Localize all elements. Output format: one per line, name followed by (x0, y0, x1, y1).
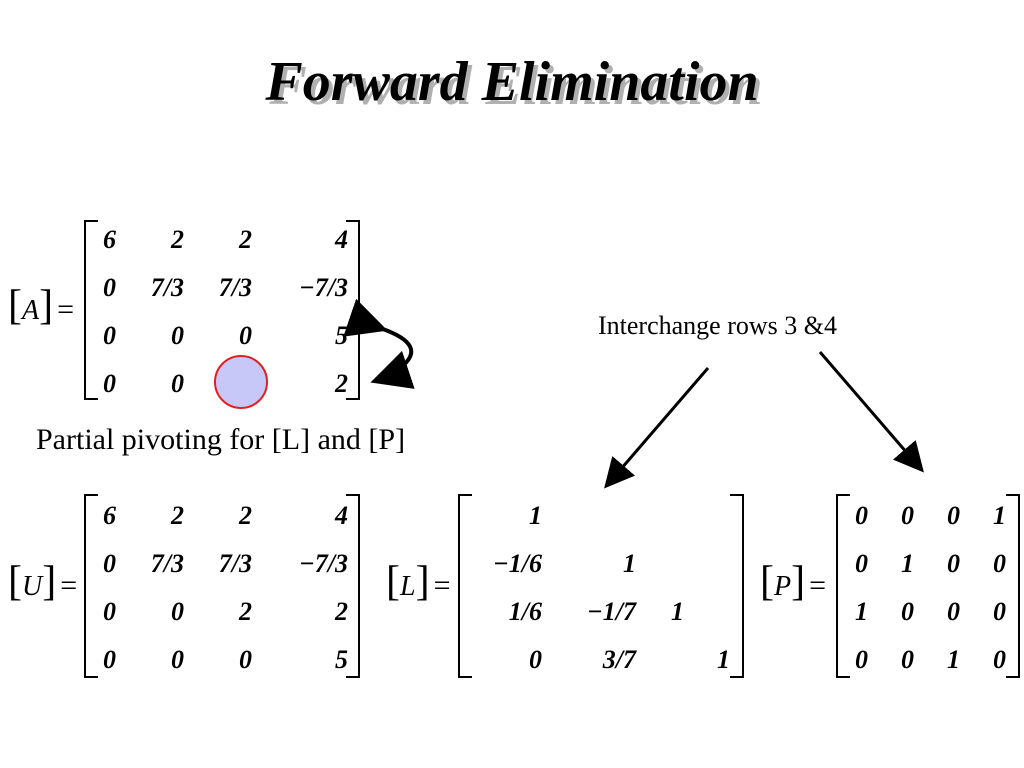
equals-sign: = (57, 293, 75, 326)
matrix-cell: 2 (239, 501, 252, 530)
matrix-p-label: [P]= (760, 558, 826, 606)
matrix-cell: 1 (901, 549, 914, 578)
matrix-cell: 4 (335, 501, 348, 530)
matrix-cell: −1/6 (493, 549, 542, 578)
matrix-cell: 7/3 (218, 549, 252, 578)
matrix-cell: 0 (103, 273, 116, 302)
interchange-note: Interchange rows 3 &4 (598, 311, 837, 340)
arrow-to-p (818, 351, 924, 473)
matrix-cell: 0 (171, 369, 184, 398)
matrix-cell: 0 (901, 501, 914, 530)
matrix-cell: 1/6 (508, 597, 542, 626)
matrix-cell: 2 (335, 597, 348, 626)
matrix-cell: 0 (171, 597, 184, 626)
equals-sign: = (433, 569, 451, 602)
matrix-cell: 2 (239, 225, 252, 254)
matrix-cell: 6 (103, 501, 116, 530)
matrix-cell: 1 (947, 645, 960, 674)
open-bracket: [ (8, 559, 22, 605)
matrix-cell: 0 (993, 597, 1006, 626)
matrix-p: 0 0 0 1 0 1 0 0 1 0 0 0 0 0 1 0 (836, 494, 1020, 678)
matrix-cell: 0 (855, 501, 868, 530)
matrix-cell: 0 (901, 645, 914, 674)
matrix-l-label: [L]= (386, 558, 451, 606)
equals-sign: = (809, 569, 827, 602)
close-bracket: ] (42, 559, 57, 605)
matrix-cell: 0 (947, 549, 960, 578)
arrow-to-l (604, 367, 710, 489)
equals-sign: = (60, 569, 78, 602)
matrix-cell: 0 (103, 321, 116, 350)
pivoting-caption: Partial pivoting for [L] and [P] (36, 423, 406, 456)
matrix-cell: 0 (901, 597, 914, 626)
matrix-l: 1 −1/6 1 1/6 −1/7 1 0 3/7 1 (458, 494, 744, 678)
matrix-cell: 0 (947, 597, 960, 626)
open-bracket: [ (8, 283, 22, 329)
matrix-cell: 0 (529, 645, 542, 674)
matrix-cell: 0 (993, 549, 1006, 578)
matrix-cell: −7/3 (299, 549, 348, 578)
matrix-name: U (22, 571, 43, 602)
slide-title: Forward Elimination (265, 51, 759, 113)
matrix-cell: 1 (623, 549, 636, 578)
matrix-cell: 0 (855, 645, 868, 674)
matrix-cell: 0 (103, 549, 116, 578)
matrix-cell: 1 (993, 501, 1006, 530)
close-bracket: ] (791, 559, 806, 605)
matrix-cell: 3/7 (602, 645, 636, 674)
matrix-cell: 0 (171, 321, 184, 350)
matrix-cell: 5 (335, 645, 348, 674)
matrix-cell: 2 (171, 501, 184, 530)
matrix-cell: 6 (103, 225, 116, 254)
matrix-u: 6 2 2 4 0 7/3 7/3 −7/3 0 0 2 2 0 0 0 5 (84, 494, 360, 678)
matrix-cell: 1 (855, 597, 868, 626)
close-bracket: ] (39, 283, 54, 329)
matrix-cell: −7/3 (299, 273, 348, 302)
matrix-name: P (774, 571, 792, 602)
matrix-cell: 7/3 (150, 549, 184, 578)
open-bracket: [ (760, 559, 774, 605)
matrix-cell: 0 (239, 645, 252, 674)
matrix-cell: 0 (103, 597, 116, 626)
pivot-highlight (214, 355, 268, 409)
matrix-cell: 0 (103, 645, 116, 674)
matrix-cell: 2 (171, 225, 184, 254)
matrix-u-label: [U]= (8, 558, 77, 606)
matrix-cell: 0 (993, 645, 1006, 674)
matrix-a-label: [A]= (8, 282, 74, 330)
matrix-cell: 0 (103, 369, 116, 398)
matrix-cell: 2 (239, 597, 252, 626)
matrix-cell: 0 (855, 549, 868, 578)
open-bracket: [ (386, 559, 400, 605)
matrix-name: L (400, 571, 416, 602)
matrix-cell: 7/3 (218, 273, 252, 302)
matrix-cell: 7/3 (150, 273, 184, 302)
matrix-cell: 0 (171, 645, 184, 674)
row-swap-arrow (343, 298, 415, 389)
matrix-name: A (22, 295, 40, 326)
matrix-cell: 0 (239, 321, 252, 350)
matrix-cell: 1 (717, 645, 730, 674)
matrix-cell: 0 (947, 501, 960, 530)
close-bracket: ] (415, 559, 430, 605)
matrix-cell: 1 (529, 501, 542, 530)
matrix-cell: 1 (671, 597, 684, 626)
matrix-cell: −1/7 (587, 597, 636, 626)
matrix-cell: 4 (335, 225, 348, 254)
